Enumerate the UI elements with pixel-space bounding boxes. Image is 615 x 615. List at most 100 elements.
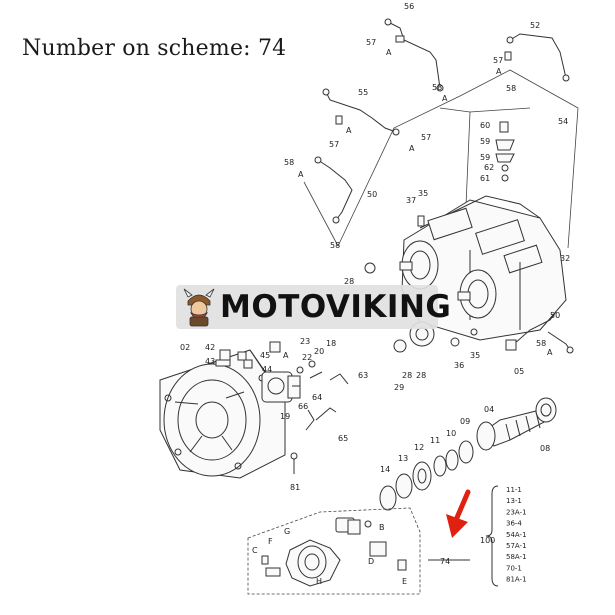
callout-32: 32 <box>560 254 570 263</box>
kit-list-item: 54A-1 <box>506 531 527 539</box>
highlight-arrow-74 <box>446 489 471 538</box>
scheme-number-caption: Number on scheme: 74 <box>22 36 287 61</box>
callout-58: 58 <box>432 83 442 92</box>
callout-100: 100 <box>480 536 495 545</box>
callout-12: 12 <box>414 443 424 452</box>
callout-b: B <box>379 523 385 532</box>
kit-list-item: 58A-1 <box>506 553 527 561</box>
callout-64: 64 <box>312 393 322 402</box>
kit-list-item: 13-1 <box>506 497 522 505</box>
small-parts-cluster <box>215 341 349 474</box>
main-pump-body <box>364 195 567 353</box>
callout-58: 58 <box>330 241 340 250</box>
pipe-assembly-55 <box>322 88 400 136</box>
kit-list-item: 70-1 <box>506 564 522 572</box>
kit-list-brace <box>428 485 499 587</box>
callout-52: 52 <box>530 21 540 30</box>
callout-28: 28 <box>402 371 412 380</box>
callout-a: A <box>386 48 392 57</box>
callout-a: A <box>409 144 415 153</box>
coupling-kit-74 <box>247 507 421 595</box>
callout-58: 58 <box>284 158 294 167</box>
callout-c: C <box>252 546 258 555</box>
callout-f: F <box>268 537 273 546</box>
brand-watermark: MOTOVIKING <box>220 289 452 325</box>
callout-45: 45 <box>260 351 270 360</box>
callout-58: 58 <box>536 339 546 348</box>
callout-02: 02 <box>180 343 190 352</box>
watermark-bar <box>176 285 438 329</box>
pipe-assembly-56 <box>384 18 444 92</box>
callout-37: 37 <box>406 196 416 205</box>
callout-a: A <box>298 170 304 179</box>
callout-65: 65 <box>338 434 348 443</box>
kit-list-item: 57A-1 <box>506 542 527 550</box>
gear-pump-19 <box>261 371 301 403</box>
callout-a: A <box>283 351 289 360</box>
callout-11: 11 <box>430 436 440 445</box>
callout-59: 59 <box>480 137 490 146</box>
callout-a: A <box>346 126 352 135</box>
pipe-assembly-52 <box>504 33 570 82</box>
callout-35: 35 <box>418 189 428 198</box>
callout-labels: 5657A5257A5858A545557A57A605959626158A50… <box>180 2 570 586</box>
callout-20: 20 <box>314 347 324 356</box>
kit-list-item: 81A-1 <box>506 576 527 584</box>
callout-74: 74 <box>440 557 450 566</box>
callout-08: 08 <box>540 444 550 453</box>
kit-list: 11-1 13-1 23A-1 36-4 54A-1 57A-1 58A-1 70-1 81A-… <box>506 486 527 584</box>
callout-a: A <box>496 67 502 76</box>
callout-57: 57 <box>421 133 431 142</box>
pipe-assembly-50-right <box>505 311 574 354</box>
callout-28: 28 <box>416 371 426 380</box>
callout-18: 18 <box>326 339 336 348</box>
callout-36: 36 <box>454 361 464 370</box>
callout-57: 57 <box>493 56 503 65</box>
callout-66: 66 <box>298 402 308 411</box>
callout-50: 50 <box>550 311 560 320</box>
callout-57: 57 <box>329 140 339 149</box>
callout-28: 28 <box>344 277 354 286</box>
callout-h: H <box>316 577 322 586</box>
callout-35: 35 <box>470 351 480 360</box>
callout-81: 81 <box>290 483 300 492</box>
callout-13: 13 <box>398 454 408 463</box>
callout-58: 58 <box>506 84 516 93</box>
callout-10: 10 <box>446 429 456 438</box>
callout-60: 60 <box>480 121 490 130</box>
callout-43: 43 <box>205 357 215 366</box>
kit-list-item: 23A-1 <box>506 508 527 516</box>
pipe-assembly-50-left <box>314 156 353 224</box>
fitting-group-59-62 <box>495 121 515 182</box>
callout-04: 04 <box>484 405 494 414</box>
callout-42: 42 <box>205 343 215 352</box>
kit-list-item: 11-1 <box>506 486 522 494</box>
callout-d: D <box>368 557 374 566</box>
callout-14: 14 <box>380 465 390 474</box>
callout-19: 19 <box>280 412 290 421</box>
callout-63: 63 <box>358 371 368 380</box>
callout-61: 61 <box>480 174 490 183</box>
callout-57: 57 <box>366 38 376 47</box>
callout-59: 59 <box>480 153 490 162</box>
callout-62: 62 <box>484 163 494 172</box>
viking-mascot-icon <box>183 288 215 327</box>
callout-g: G <box>284 527 290 536</box>
callout-50: 50 <box>367 190 377 199</box>
callout-09: 09 <box>460 417 470 426</box>
kit-list-item: 36-4 <box>506 520 522 528</box>
callout-22: 22 <box>302 353 312 362</box>
callout-a: A <box>547 348 553 357</box>
leader-lines-top <box>303 69 579 249</box>
callout-54: 54 <box>558 117 568 126</box>
callout-44: 44 <box>262 365 272 374</box>
callout-56: 56 <box>404 2 414 11</box>
callout-29: 29 <box>394 383 404 392</box>
callout-a: A <box>442 94 448 103</box>
callout-05: 05 <box>514 367 524 376</box>
callout-23: 23 <box>300 337 310 346</box>
shaft-and-gears <box>379 397 557 511</box>
callout-e: E <box>402 577 407 586</box>
